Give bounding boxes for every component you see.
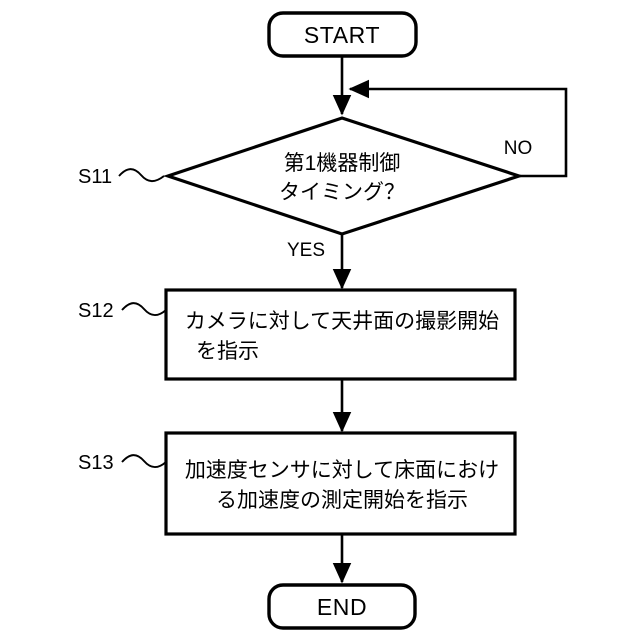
decision-diamond-shape	[162, 116, 525, 236]
start-terminal-label: START	[304, 22, 380, 48]
leader-squiggle-s12	[121, 302, 167, 317]
decision-label-line2: タイミング？	[279, 181, 405, 204]
step-label-s12: S12	[78, 300, 114, 322]
process1-rect-shape	[164, 288, 517, 381]
leader-squiggle-s13	[121, 454, 167, 469]
branch-label-no: NO	[504, 138, 533, 159]
process1-label-line1: カメラに対して天井面の撮影開始	[185, 310, 499, 333]
step-label-s11: S11	[78, 166, 112, 188]
process2-label-line2: る加速度の測定開始を指示	[216, 489, 468, 512]
process2-rect-shape	[164, 431, 517, 536]
process2-label-line1: 加速度センサに対して床面におけ	[185, 459, 499, 482]
decision-label-line1: 第1機器制御	[284, 152, 401, 175]
connector-no-feedback-loop	[348, 79, 568, 178]
process1-label-line2: を指示	[196, 340, 259, 363]
leader-squiggle-s11	[118, 168, 165, 183]
step-label-s13: S13	[78, 452, 114, 474]
end-terminal-label: END	[317, 594, 367, 620]
start-terminal-shape	[267, 11, 418, 58]
end-terminal-shape	[267, 583, 417, 630]
branch-label-yes: YES	[287, 240, 325, 261]
